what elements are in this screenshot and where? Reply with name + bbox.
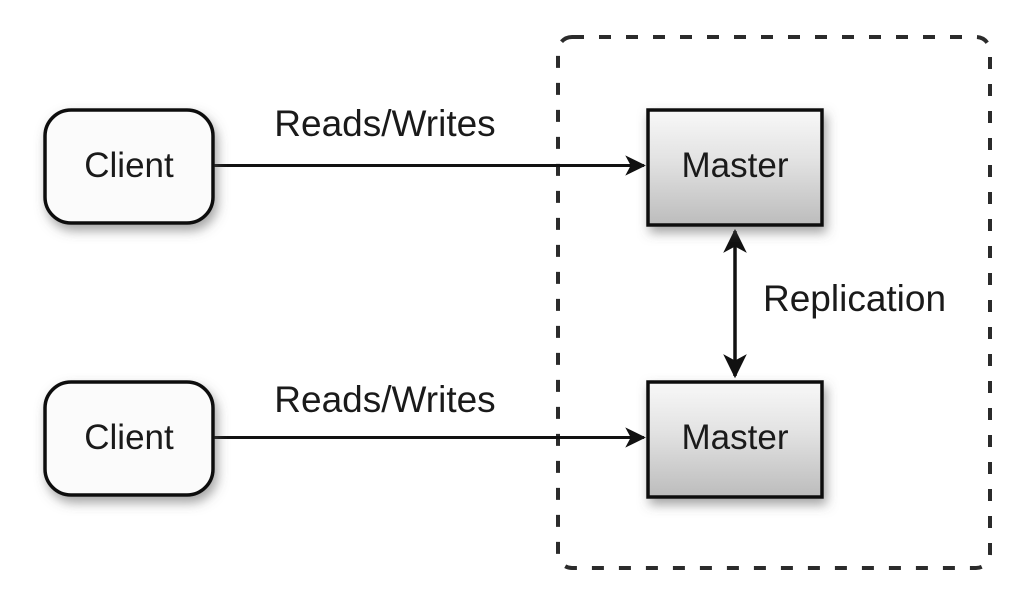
edge-bottom-label: Reads/Writes <box>274 379 495 420</box>
edge-top-label: Reads/Writes <box>274 103 495 144</box>
master-cluster-boundary <box>556 35 992 570</box>
node-master-bottom[interactable]: Master <box>646 380 824 499</box>
edge-replication-label: Replication <box>763 278 946 319</box>
master-bottom-label: Master <box>682 418 789 457</box>
client-top-label: Client <box>84 146 174 185</box>
client-bottom-label: Client <box>84 418 174 457</box>
node-client-top[interactable]: Client <box>43 108 215 225</box>
node-master-top[interactable]: Master <box>646 108 824 227</box>
node-client-bottom[interactable]: Client <box>43 380 215 497</box>
master-top-shape[interactable] <box>646 108 824 227</box>
client-bottom-shape[interactable] <box>43 380 215 497</box>
client-top-shape[interactable] <box>43 108 215 225</box>
master-top-label: Master <box>682 146 789 185</box>
master-bottom-shape[interactable] <box>646 380 824 499</box>
